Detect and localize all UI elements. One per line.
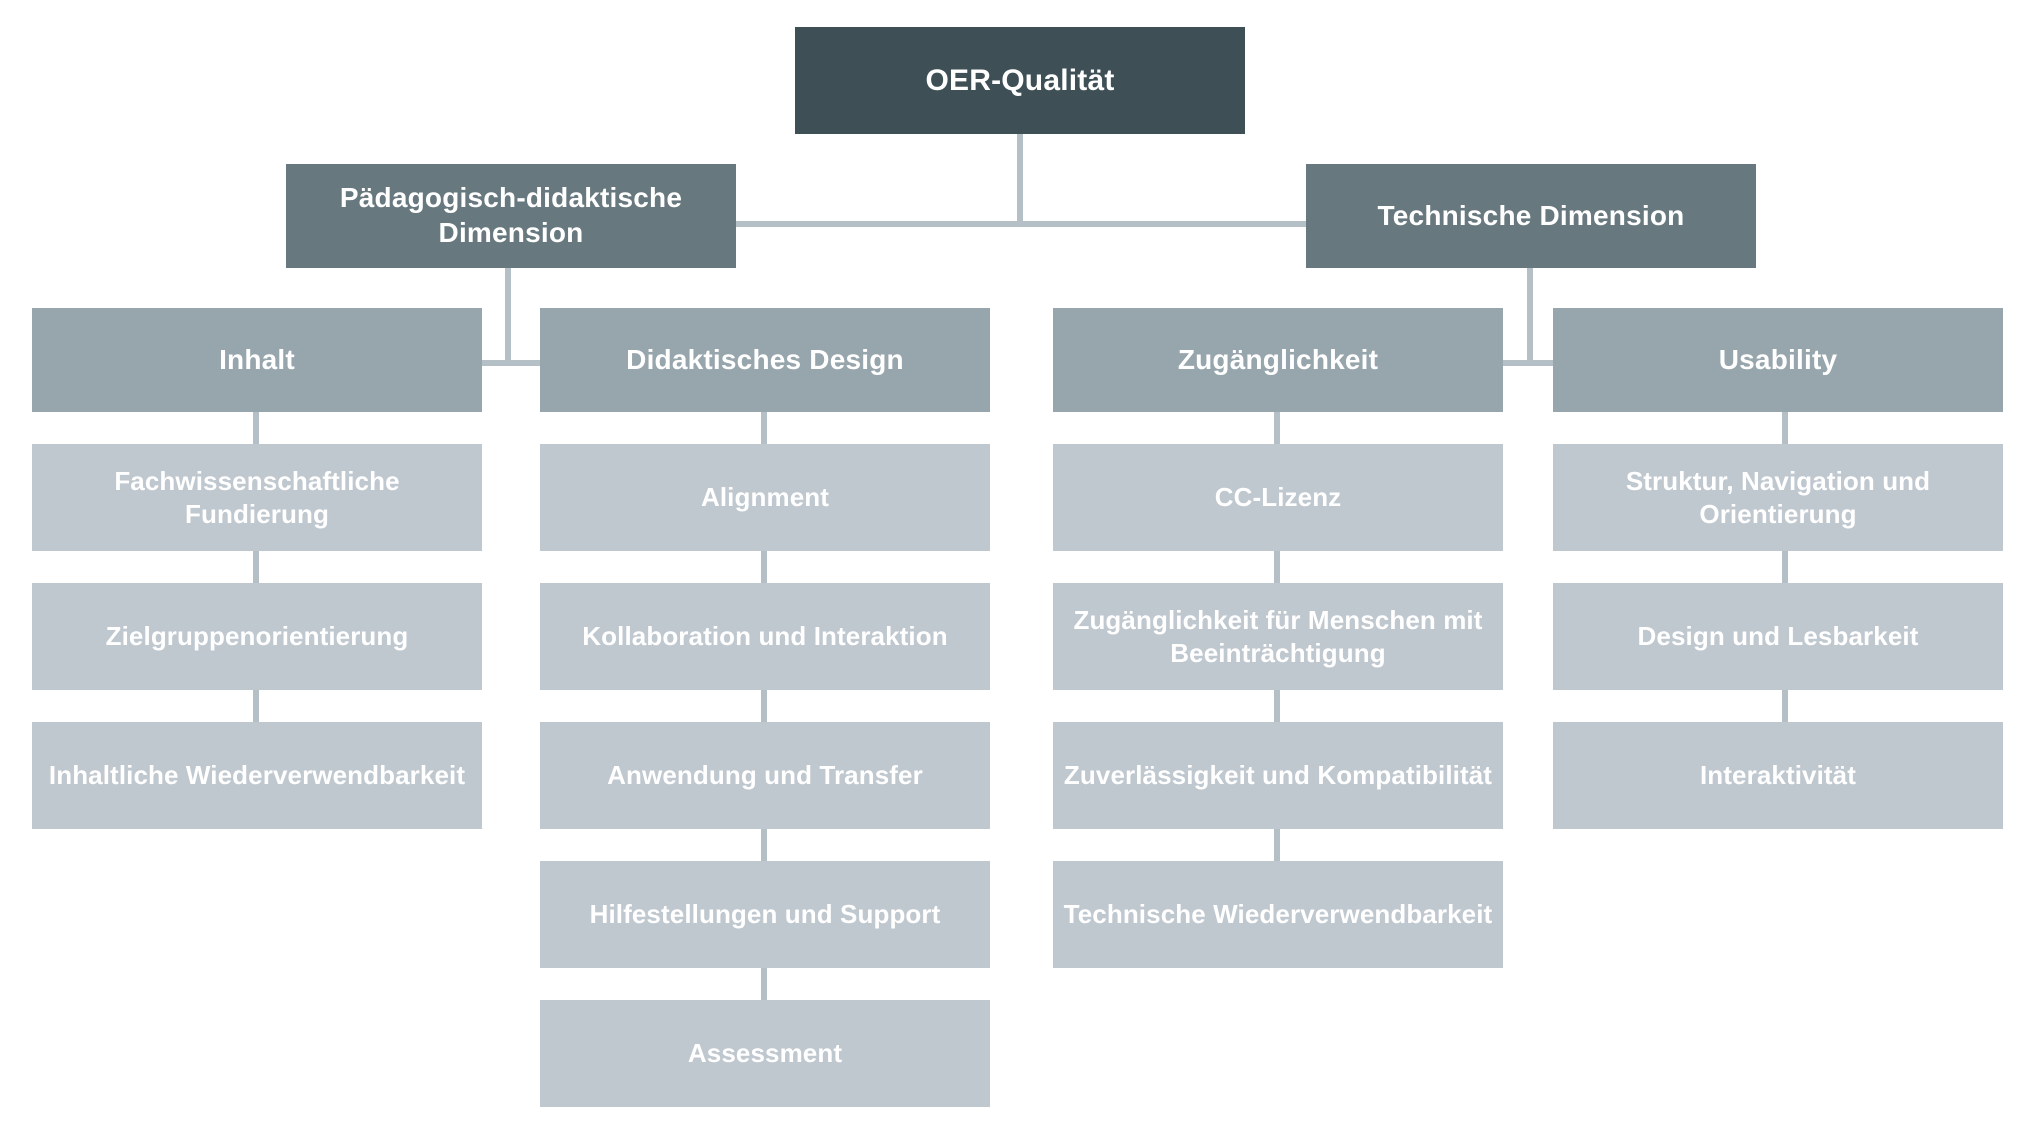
connector-usability-1 bbox=[1782, 412, 1788, 444]
node-criterion-zugang-2[interactable]: Zugänglichkeit für Menschen mit Beeinträ… bbox=[1053, 583, 1503, 690]
connector-usability-2 bbox=[1782, 551, 1788, 583]
connector-inhalt-2 bbox=[253, 551, 259, 583]
connector-didaktik-5 bbox=[761, 968, 767, 1000]
node-criterion-didaktik-4[interactable]: Hilfestellungen und Support bbox=[540, 861, 990, 968]
node-category-didaktisches-design[interactable]: Didaktisches Design bbox=[540, 308, 990, 412]
node-criterion-zugang-4[interactable]: Technische Wiederverwendbarkeit bbox=[1053, 861, 1503, 968]
connector-didaktik-1 bbox=[761, 412, 767, 444]
connector-inhalt-3 bbox=[253, 690, 259, 722]
connector-didaktik-2 bbox=[761, 551, 767, 583]
connector-zugang-1 bbox=[1274, 412, 1280, 444]
node-criterion-inhalt-3[interactable]: Inhaltliche Wiederverwendbarkeit bbox=[32, 722, 482, 829]
connector-usability-3 bbox=[1782, 690, 1788, 722]
node-dimension-technisch[interactable]: Technische Dimension bbox=[1306, 164, 1756, 268]
connector-paedagogisch-bar bbox=[256, 360, 764, 366]
node-criterion-zugang-3[interactable]: Zuverlässigkeit und Kompatibilität bbox=[1053, 722, 1503, 829]
connector-root-bar bbox=[286, 221, 1756, 227]
node-category-inhalt[interactable]: Inhalt bbox=[32, 308, 482, 412]
node-criterion-didaktik-1[interactable]: Alignment bbox=[540, 444, 990, 551]
connector-didaktik-3 bbox=[761, 690, 767, 722]
node-criterion-usability-1[interactable]: Struktur, Navigation und Orientierung bbox=[1553, 444, 2003, 551]
node-criterion-usability-2[interactable]: Design und Lesbarkeit bbox=[1553, 583, 2003, 690]
connector-root-stem bbox=[1017, 134, 1023, 224]
connector-didaktik-4 bbox=[761, 829, 767, 861]
node-criterion-usability-3[interactable]: Interaktivität bbox=[1553, 722, 2003, 829]
connector-zugang-2 bbox=[1274, 551, 1280, 583]
node-criterion-inhalt-2[interactable]: Zielgruppenorientierung bbox=[32, 583, 482, 690]
connector-inhalt-1 bbox=[253, 412, 259, 444]
node-criterion-inhalt-1[interactable]: Fachwissenschaftliche Fundierung bbox=[32, 444, 482, 551]
node-dimension-paedagogisch[interactable]: Pädagogisch-didaktische Dimension bbox=[286, 164, 736, 268]
connector-zugang-4 bbox=[1274, 829, 1280, 861]
connector-technisch-bar bbox=[1277, 360, 1785, 366]
node-category-usability[interactable]: Usability bbox=[1553, 308, 2003, 412]
node-criterion-didaktik-5[interactable]: Assessment bbox=[540, 1000, 990, 1107]
connector-zugang-3 bbox=[1274, 690, 1280, 722]
node-criterion-didaktik-3[interactable]: Anwendung und Transfer bbox=[540, 722, 990, 829]
node-category-zugaenglichkeit[interactable]: Zugänglichkeit bbox=[1053, 308, 1503, 412]
node-criterion-didaktik-2[interactable]: Kollaboration und Interaktion bbox=[540, 583, 990, 690]
node-criterion-zugang-1[interactable]: CC-Lizenz bbox=[1053, 444, 1503, 551]
connector-technisch-stem bbox=[1527, 268, 1533, 366]
node-root-oer-qualitaet[interactable]: OER-Qualität bbox=[795, 27, 1245, 134]
connector-paedagogisch-stem bbox=[505, 268, 511, 366]
